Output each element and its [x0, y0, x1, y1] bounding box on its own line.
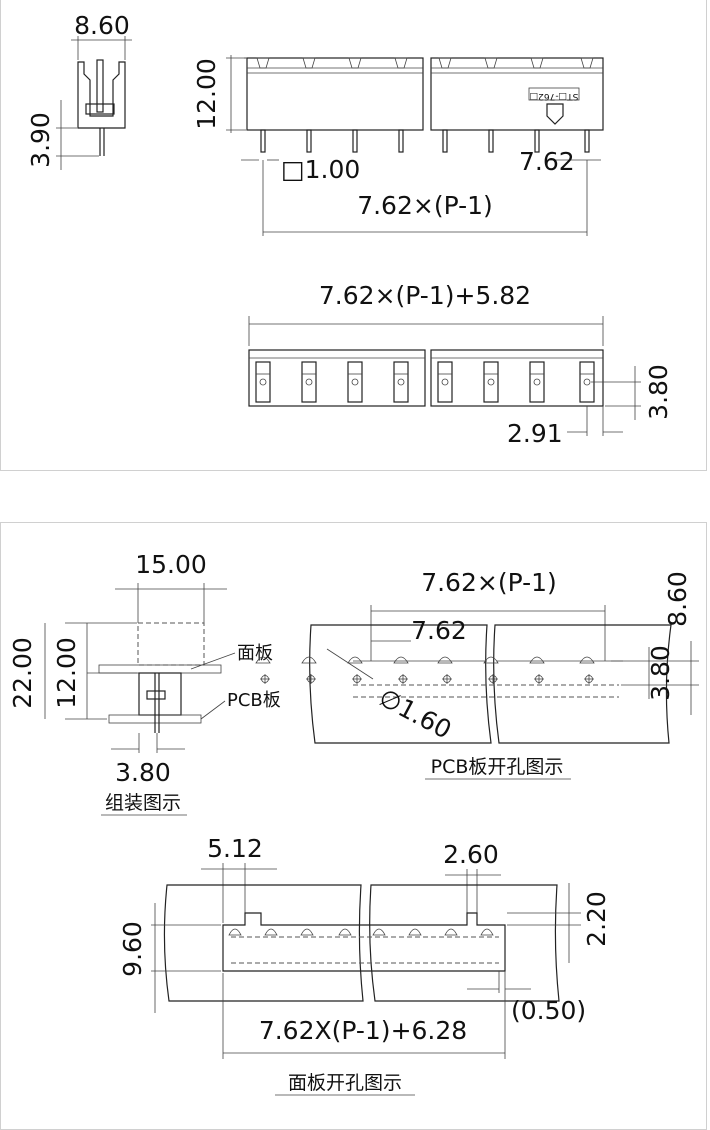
pcb-hole-dia-label: ∅1.60	[374, 683, 456, 745]
assembly-width-label: 15.00	[135, 550, 207, 579]
front-pin	[256, 57, 270, 153]
panel-bump	[480, 928, 494, 936]
top-edge-offset-label: 2.91	[507, 419, 563, 448]
front-pin	[394, 57, 408, 153]
top-drawings-svg: 8.60 3.90 ST□-762□ 12.00 □1.00 7.62 7.62…	[26, 11, 673, 448]
assembly-total-height-label: 22.00	[8, 637, 37, 709]
top-drawing-panel: 8.60 3.90 ST□-762□ 12.00 □1.00 7.62 7.62…	[0, 0, 707, 471]
top-view: 7.62×(P-1)+5.82 3.80 2.91	[248, 281, 673, 448]
side-view: 8.60 3.90	[26, 11, 132, 170]
front-height-label: 12.00	[192, 58, 221, 130]
assembly-pin-offset-label: 3.80	[115, 758, 171, 787]
terminal-slot	[529, 361, 545, 403]
notch-depth-label: 2.20	[582, 891, 611, 947]
terminal-slot	[347, 361, 363, 403]
panel-height-label: 9.60	[118, 921, 147, 977]
bottom-drawings-svg: 15.00 面板 PCB板 22.00 12.00 3.80 组装图示 7.62…	[8, 550, 699, 1096]
pcb-hole	[529, 656, 545, 684]
assembly-caption: 组装图示	[105, 792, 181, 814]
terminal-slot	[255, 361, 271, 403]
marking-text: ST□-762□	[530, 91, 579, 101]
panel-overall-label: 7.62X(P-1)+6.28	[259, 1016, 467, 1045]
terminal-slot	[437, 361, 453, 403]
assembly-view: 15.00 面板 PCB板 22.00 12.00 3.80 组装图示	[8, 550, 281, 816]
terminal-slot	[393, 361, 409, 403]
pcb-caption: PCB板开孔图示	[431, 756, 564, 778]
pcb-span-label: 7.62×(P-1)	[421, 568, 557, 597]
pcb-cutout: 7.62×(P-1) 7.62 ∅1.60 3.80 8.60 PCB板开孔图示	[255, 568, 699, 780]
panel-cutout: 5.12 2.60 9.60 2.20 (0.50) 7.62X(P-1)+6.…	[118, 834, 611, 1096]
pcb-row-depth-label: 3.80	[646, 645, 675, 701]
notch-offset-label: 5.12	[207, 834, 263, 863]
top-depth-label: 3.80	[644, 364, 673, 420]
front-pin	[438, 57, 452, 153]
front-pitch-label: 7.62	[519, 147, 575, 176]
clearance-label: (0.50)	[511, 996, 586, 1025]
pcb-pitch-label: 7.62	[411, 616, 467, 645]
pcb-hole	[483, 656, 499, 684]
notch-width-label: 2.60	[443, 840, 499, 869]
front-pin	[302, 57, 316, 153]
top-overall-label: 7.62×(P-1)+5.82	[319, 281, 531, 310]
panel-label: 面板	[237, 643, 273, 664]
panel-caption: 面板开孔图示	[288, 1072, 402, 1094]
front-pin	[348, 57, 362, 153]
pcb-hole	[255, 656, 271, 684]
pcb-hole	[393, 656, 409, 684]
front-pin	[530, 57, 544, 153]
front-span-label: 7.62×(P-1)	[357, 191, 493, 220]
panel-bump	[338, 928, 352, 936]
panel-bump	[372, 928, 386, 936]
pcb-hole	[301, 656, 317, 684]
panel-bump	[264, 928, 278, 936]
front-view: ST□-762□ 12.00 □1.00 7.62 7.62×(P-1)	[192, 55, 604, 236]
terminal-slot	[301, 361, 317, 403]
pcb-hole	[579, 656, 595, 684]
side-width-label: 8.60	[74, 11, 130, 40]
assembly-body-height-label: 12.00	[52, 637, 81, 709]
panel-bump	[408, 928, 422, 936]
front-pin	[580, 57, 594, 153]
front-pin	[484, 57, 498, 153]
pcb-hole	[347, 656, 363, 684]
terminal-slot	[483, 361, 499, 403]
panel-bump	[228, 928, 242, 936]
pin-size-label: □1.00	[281, 155, 360, 184]
pcb-height-label: 8.60	[663, 571, 692, 627]
pcb-label: PCB板	[227, 690, 281, 711]
panel-bump	[300, 928, 314, 936]
pcb-hole	[437, 656, 453, 684]
bottom-drawing-panel: 15.00 面板 PCB板 22.00 12.00 3.80 组装图示 7.62…	[0, 522, 707, 1130]
side-pin-length-label: 3.90	[26, 112, 55, 168]
panel-bump	[444, 928, 458, 936]
